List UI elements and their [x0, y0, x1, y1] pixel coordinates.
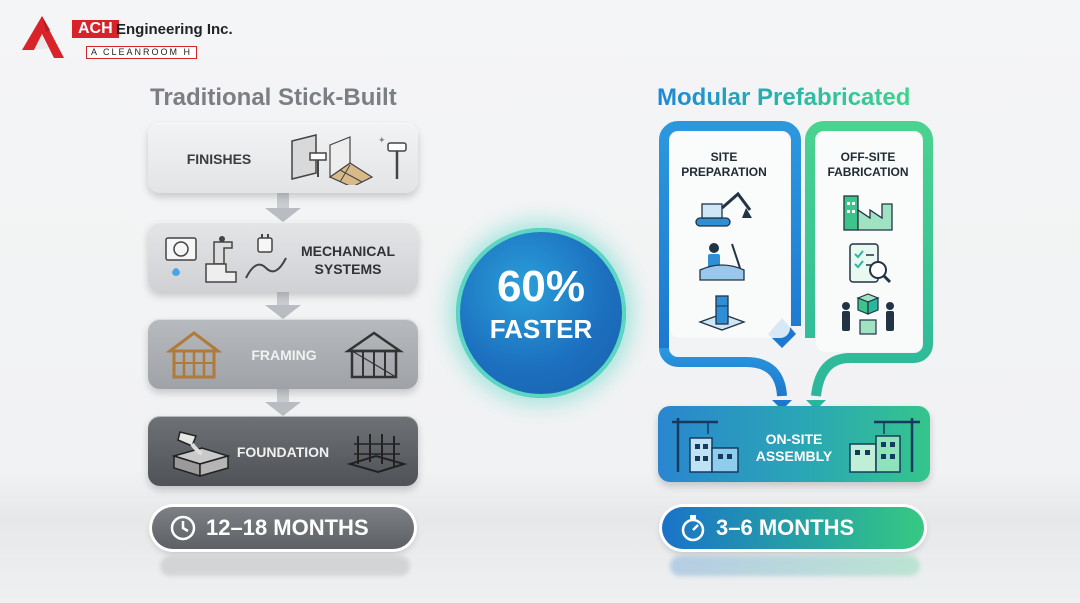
- clock-icon: [170, 515, 196, 541]
- stage-label: FRAMING: [251, 347, 317, 363]
- speed-badge: [456, 228, 626, 398]
- checklist-icon: [849, 243, 892, 284]
- stage-framing: FRAMING: [148, 319, 418, 389]
- modular-title: Modular Prefabricated: [657, 84, 911, 111]
- logo-abbr: ACH: [72, 20, 119, 38]
- track-site-preparation-label: SITE PREPARATION: [681, 150, 767, 179]
- logo-tagline: A CLEANROOM H: [86, 46, 198, 59]
- stage-finishes: FINISHES ✦: [148, 123, 418, 193]
- down-arrow-connector: [265, 305, 301, 319]
- svg-text:✦: ✦: [378, 136, 386, 146]
- stage-mechanical-systems: MECHANICAL SYSTEMS: [148, 222, 418, 292]
- stage-label: FINISHES: [186, 151, 252, 167]
- pill-reflection: [670, 556, 920, 576]
- badge-percent: 60%: [496, 262, 586, 311]
- paint-roller-icon: ✦: [291, 134, 407, 185]
- connector-stem: [277, 389, 289, 405]
- pill-reflection: [160, 556, 410, 576]
- modular-duration-pill: 3–6 MONTHS: [662, 507, 924, 549]
- excavator-icon: [695, 191, 752, 227]
- concrete-pour-icon: [171, 431, 231, 478]
- stage-foundation: FOUNDATION: [148, 416, 418, 486]
- logo-company-name: Engineering Inc.: [116, 21, 233, 38]
- workers-cubes-icon: [842, 293, 894, 335]
- connector-stem: [277, 292, 289, 308]
- company-logo: [22, 16, 64, 58]
- wood-frame-house-icon: [166, 331, 222, 379]
- concrete-column-icon: [698, 295, 746, 331]
- steel-frame-house-icon: [344, 331, 405, 379]
- track-offsite-fabrication-label: OFF-SITE FABRICATION: [827, 150, 909, 179]
- crane-building-icon: [849, 418, 920, 473]
- stage-onsite-assembly: [658, 406, 930, 482]
- badge-word: FASTER: [489, 314, 593, 344]
- crane-building-icon: [672, 418, 739, 473]
- connector-stem: [277, 193, 289, 211]
- down-arrow-connector: [265, 208, 301, 222]
- modular-duration: 3–6 MONTHS: [716, 515, 855, 540]
- modular-flow-arrows: [659, 121, 933, 410]
- factory-icon: [843, 195, 893, 231]
- traditional-title: Traditional Stick-Built: [150, 84, 397, 111]
- stage-label: FOUNDATION: [236, 444, 330, 460]
- stage-label: MECHANICAL SYSTEMS: [300, 243, 396, 277]
- surveyor-icon: [699, 243, 745, 281]
- stopwatch-icon: [681, 515, 705, 542]
- ac-unit-icon: [165, 234, 287, 283]
- traditional-duration: 12–18 MONTHS: [206, 515, 369, 540]
- onsite-assembly-label: ON-SITE ASSEMBLY: [755, 431, 833, 464]
- traditional-duration-pill: 12–18 MONTHS: [152, 507, 414, 549]
- down-arrow-connector: [265, 402, 301, 416]
- rebar-cage-icon: [346, 434, 408, 474]
